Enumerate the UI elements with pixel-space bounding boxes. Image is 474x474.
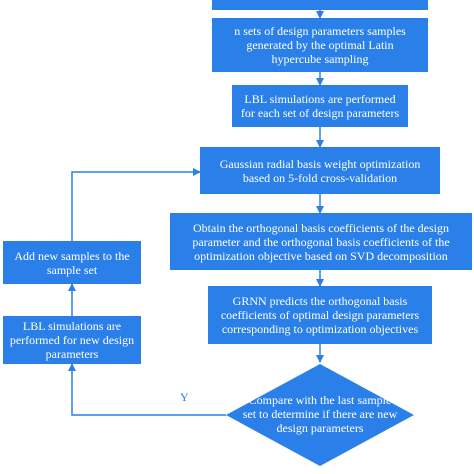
decision-diamond (226, 364, 414, 466)
process-top (212, 0, 428, 10)
arrow-add-to-gaussian (71, 168, 201, 241)
process-add-samples: Add new samples to the sample set (3, 241, 141, 284)
process-lbl-each: LBL simulations are performed for each s… (232, 85, 408, 127)
process-grnn: GRNN predicts the orthogonal basis coeff… (208, 286, 432, 344)
yes-label: Y (180, 390, 189, 404)
decision-label: Compare with the last sample set to dete… (242, 393, 398, 435)
process-lbl-new: LBL simulations are performed for new de… (3, 316, 141, 364)
process-sampling: n sets of design parameters samples gene… (212, 18, 428, 72)
process-svd: Obtain the orthogonal basis coefficients… (170, 213, 472, 270)
arrow-compare-to-lbl-new (68, 363, 226, 416)
process-gaussian: Gaussian radial basis weight optimizatio… (200, 147, 440, 194)
